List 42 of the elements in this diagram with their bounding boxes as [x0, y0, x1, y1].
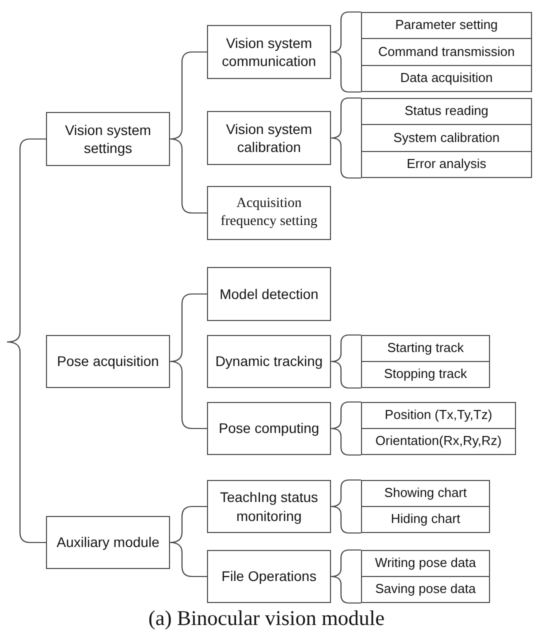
connector-line — [330, 479, 361, 508]
list-item-box: Starting track — [361, 335, 490, 362]
process-box: Vision system calibration — [207, 111, 331, 165]
process-box: Dynamic tracking — [207, 335, 331, 388]
process-box: Pose acquisition — [46, 335, 170, 388]
process-box: File Operations — [207, 550, 331, 603]
process-box: Pose computing — [207, 402, 331, 455]
list-item-box: Data acquisition — [361, 65, 532, 92]
list-item-box: Orientation(Rx,Ry,Rz) — [361, 428, 516, 455]
list-item-box: Saving pose data — [361, 576, 490, 603]
brace-line — [6, 341, 46, 544]
list-item-box: Command transmission — [361, 38, 532, 66]
caption: (a) Binocular vision module — [147, 606, 386, 631]
process-box: Auxiliary module — [46, 516, 170, 569]
connector-line — [330, 428, 361, 456]
process-box: Vision system settings — [46, 112, 170, 166]
process-box: Acquisition frequency setting — [207, 186, 331, 240]
connector-line — [330, 549, 361, 578]
list-item-box: Showing chart — [361, 480, 490, 507]
connector-line — [330, 97, 361, 139]
process-box: Vision system communication — [207, 25, 331, 79]
connector-line — [170, 360, 207, 430]
connector-line — [330, 51, 361, 93]
connector-line — [330, 360, 361, 389]
process-box: Model detection — [207, 267, 331, 321]
connector-line — [170, 138, 207, 214]
list-item-box: Hiding chart — [361, 506, 490, 533]
list-item-box: Status reading — [361, 98, 532, 125]
connector-line — [330, 401, 361, 430]
list-item-box: Parameter setting — [361, 12, 532, 39]
list-item-box: Stopping track — [361, 361, 490, 388]
connector-line — [330, 506, 361, 534]
connector-line — [330, 11, 361, 53]
list-item-box: Error analysis — [361, 151, 532, 178]
connector-line — [330, 334, 361, 362]
connector-line — [330, 137, 361, 179]
list-item-box: Writing pose data — [361, 550, 490, 577]
list-item-box: System calibration — [361, 124, 532, 152]
list-item-box: Position (Tx,Ty,Tz) — [361, 402, 516, 429]
process-box: TeachIng status monitoring — [207, 480, 331, 533]
connector-line — [170, 542, 207, 578]
connector-line — [330, 576, 361, 604]
